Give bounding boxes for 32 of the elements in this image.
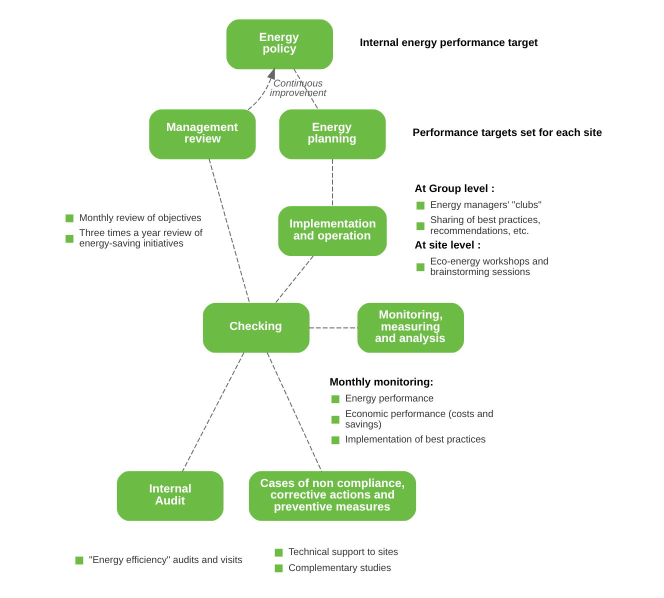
node-box: Management review (148, 109, 256, 160)
node-label: Sharing of best practices, recommendations, etc. (430, 215, 540, 237)
node-label: Eco-energy workshops and brainstorming sessions (430, 256, 548, 278)
node-box: Energy planning (278, 109, 386, 160)
node-label: Economic performance (costs and savings) (344, 408, 493, 431)
node-box: Implementation and operation (278, 206, 386, 256)
arrow (247, 67, 274, 110)
node-label: Internal energy performance target (359, 37, 538, 50)
node-box: Energy policy (226, 19, 332, 70)
node-label: Monthly monitoring: (329, 376, 433, 388)
connector (308, 327, 358, 328)
node-label: Energy managers' "clubs" (430, 200, 542, 212)
node-label: Energy performance (344, 394, 434, 405)
edge-label: Continuous improvement (269, 78, 326, 100)
node-label: Implementation of best practices (344, 434, 486, 446)
node-label: "Energy efficiency" audits and visits (88, 554, 242, 566)
connector (266, 352, 322, 472)
connector (292, 68, 318, 110)
node-label: Technical support to sites (288, 547, 398, 558)
connector (208, 158, 250, 304)
connector (274, 255, 314, 304)
node-label: Complementary studies (288, 562, 391, 574)
node-box: Cases of non compliance, corrective actions and preventive measures (248, 471, 416, 521)
node-label: Three times a year review of energy-saving initiatives (78, 228, 202, 250)
node-label: Performance targets set for each site (412, 127, 602, 140)
node-box: Checking (202, 302, 310, 353)
node-label: Monthly review of objectives (78, 212, 201, 224)
connector (181, 352, 244, 472)
node-box: Internal Audit (116, 471, 223, 521)
node-label: At Group level : (414, 182, 494, 195)
node-label: At site level : (414, 239, 480, 252)
node-box: Monitoring, measuring and analysis (356, 302, 464, 353)
